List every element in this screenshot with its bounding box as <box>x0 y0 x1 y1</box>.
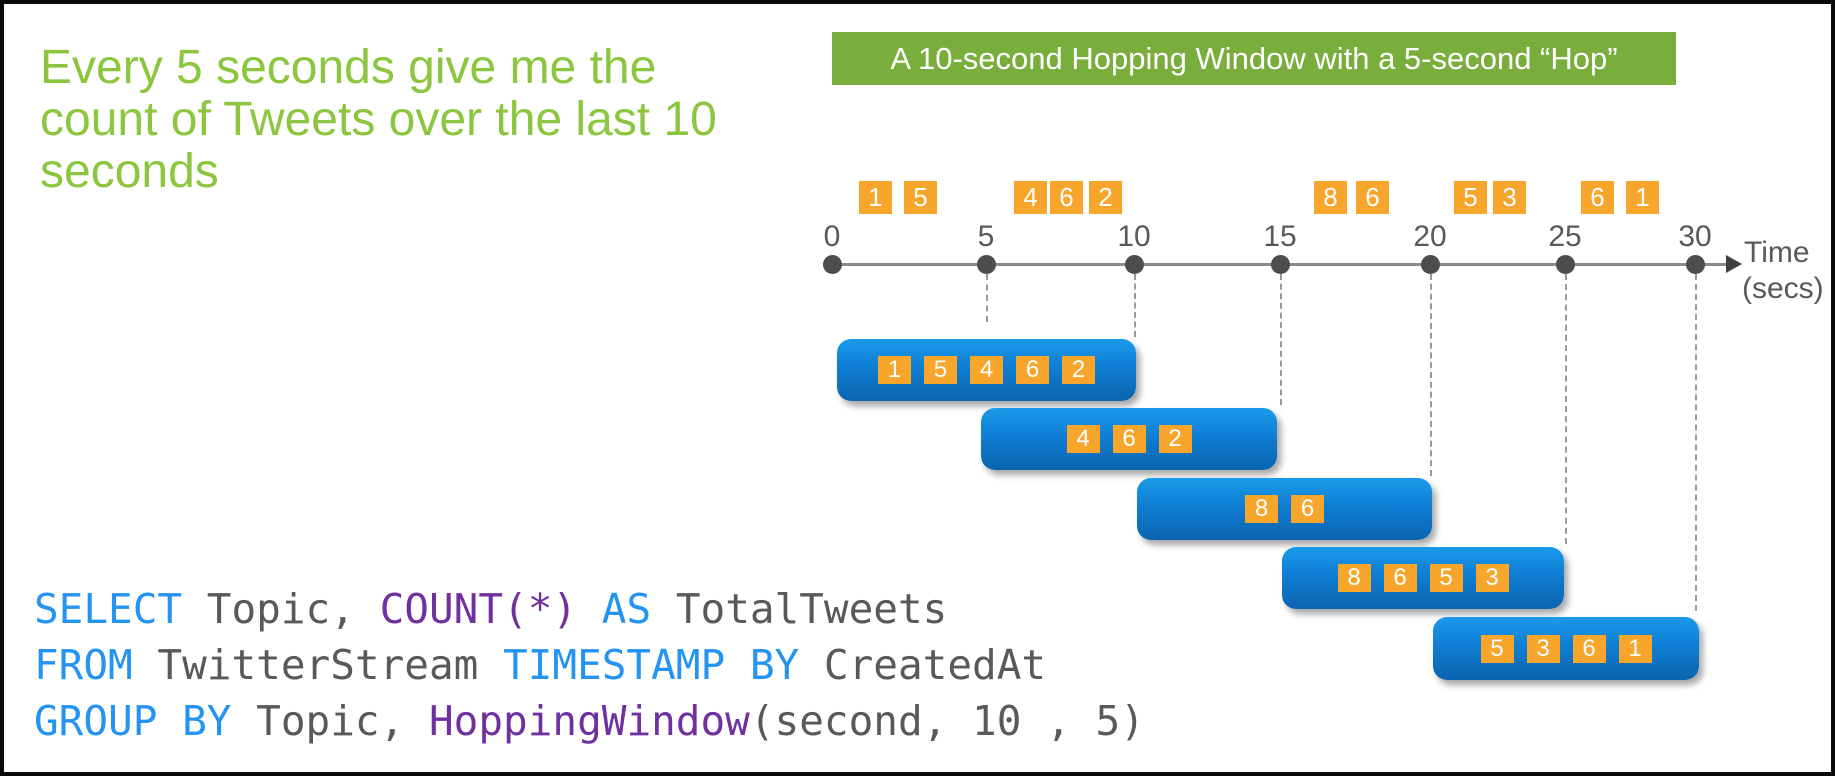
window-event-box: 3 <box>1475 564 1509 592</box>
window-event-box: 1 <box>1618 634 1652 663</box>
tick-label: 10 <box>1117 220 1151 253</box>
tick-dot <box>1125 255 1144 274</box>
sql-token: FROM <box>34 641 133 689</box>
dashed-connector <box>1134 274 1136 337</box>
sql-token: Topic, <box>231 697 429 745</box>
sql-token: TwitterStream <box>132 641 504 689</box>
event-box: 6 <box>1356 181 1389 214</box>
tick-dot <box>823 255 842 274</box>
tick-label: 30 <box>1678 220 1712 253</box>
window-event-box: 8 <box>1245 495 1278 523</box>
headline-line: Every 5 seconds give me the <box>40 41 657 94</box>
window-event-box: 1 <box>878 356 911 384</box>
window-event-box: 2 <box>1158 425 1192 453</box>
sql-token: GROUP BY <box>34 697 232 745</box>
window-event-box: 4 <box>1066 425 1100 453</box>
sql-token: TotalTweets <box>651 585 948 633</box>
window-event-box: 4 <box>970 356 1003 384</box>
tick-label: 0 <box>823 220 841 253</box>
sql-token: HoppingWindow <box>428 697 750 745</box>
event-box: 6 <box>1050 181 1083 214</box>
sql-token: AS <box>577 585 652 633</box>
dashed-connector <box>1430 274 1432 476</box>
window-event-box: 8 <box>1337 564 1371 592</box>
tick-label: 25 <box>1548 220 1582 253</box>
event-box: 2 <box>1089 181 1122 214</box>
sql-token: Topic, <box>182 585 380 633</box>
event-box: 5 <box>904 181 937 214</box>
window-event-box: 5 <box>1429 564 1463 592</box>
dashed-connector <box>986 274 988 322</box>
window-event-box: 6 <box>1383 564 1417 592</box>
sql-line: FROM TwitterStream TIMESTAMP BY CreatedA… <box>34 637 1145 693</box>
headline-line: seconds <box>40 145 219 198</box>
sql-line: SELECT Topic, COUNT(*) AS TotalTweets <box>34 581 1145 637</box>
sql-token: CreatedAt <box>799 641 1047 689</box>
sql-token: TIMESTAMP BY <box>503 641 800 689</box>
tick-label: 5 <box>977 220 995 253</box>
event-box: 1 <box>859 181 892 214</box>
headline-line: count of Tweets over the last 10 <box>40 93 717 146</box>
secs-label: (secs) <box>1742 272 1824 305</box>
window-event-box: 6 <box>1112 425 1146 453</box>
banner-title: A 10-second Hopping Window with a 5-seco… <box>832 32 1676 85</box>
tick-dot <box>1686 255 1705 274</box>
event-box: 8 <box>1314 181 1347 214</box>
axis-arrow-icon <box>1726 255 1742 273</box>
window-event-box: 5 <box>924 356 957 384</box>
time-label: Time <box>1744 236 1810 269</box>
window-event-box: 2 <box>1062 356 1095 384</box>
window-event-box: 3 <box>1526 634 1560 663</box>
dashed-connector <box>1280 274 1282 405</box>
banner-title-label: A 10-second Hopping Window with a 5-seco… <box>890 40 1618 76</box>
event-box: 1 <box>1626 181 1659 214</box>
tick-dot <box>1556 255 1575 274</box>
event-box: 4 <box>1014 181 1047 214</box>
sql-token: (second, 10 , 5) <box>749 697 1145 745</box>
sql-token: SELECT <box>34 585 183 633</box>
sql-line: GROUP BY Topic, HoppingWindow(second, 10… <box>34 693 1145 749</box>
tick-label: 20 <box>1413 220 1447 253</box>
tick-label: 15 <box>1263 220 1297 253</box>
event-box: 5 <box>1454 181 1487 214</box>
window-event-box: 5 <box>1480 634 1514 663</box>
tick-dot <box>1271 255 1290 274</box>
dashed-connector <box>1565 274 1567 544</box>
event-box: 3 <box>1493 181 1526 214</box>
sql-token: COUNT(*) <box>379 585 578 633</box>
event-box: 6 <box>1581 181 1614 214</box>
tick-dot <box>977 255 996 274</box>
tick-dot <box>1421 255 1440 274</box>
window-event-box: 6 <box>1572 634 1606 663</box>
window-event-box: 6 <box>1291 495 1324 523</box>
dashed-connector <box>1695 274 1697 611</box>
window-event-box: 6 <box>1016 356 1049 384</box>
